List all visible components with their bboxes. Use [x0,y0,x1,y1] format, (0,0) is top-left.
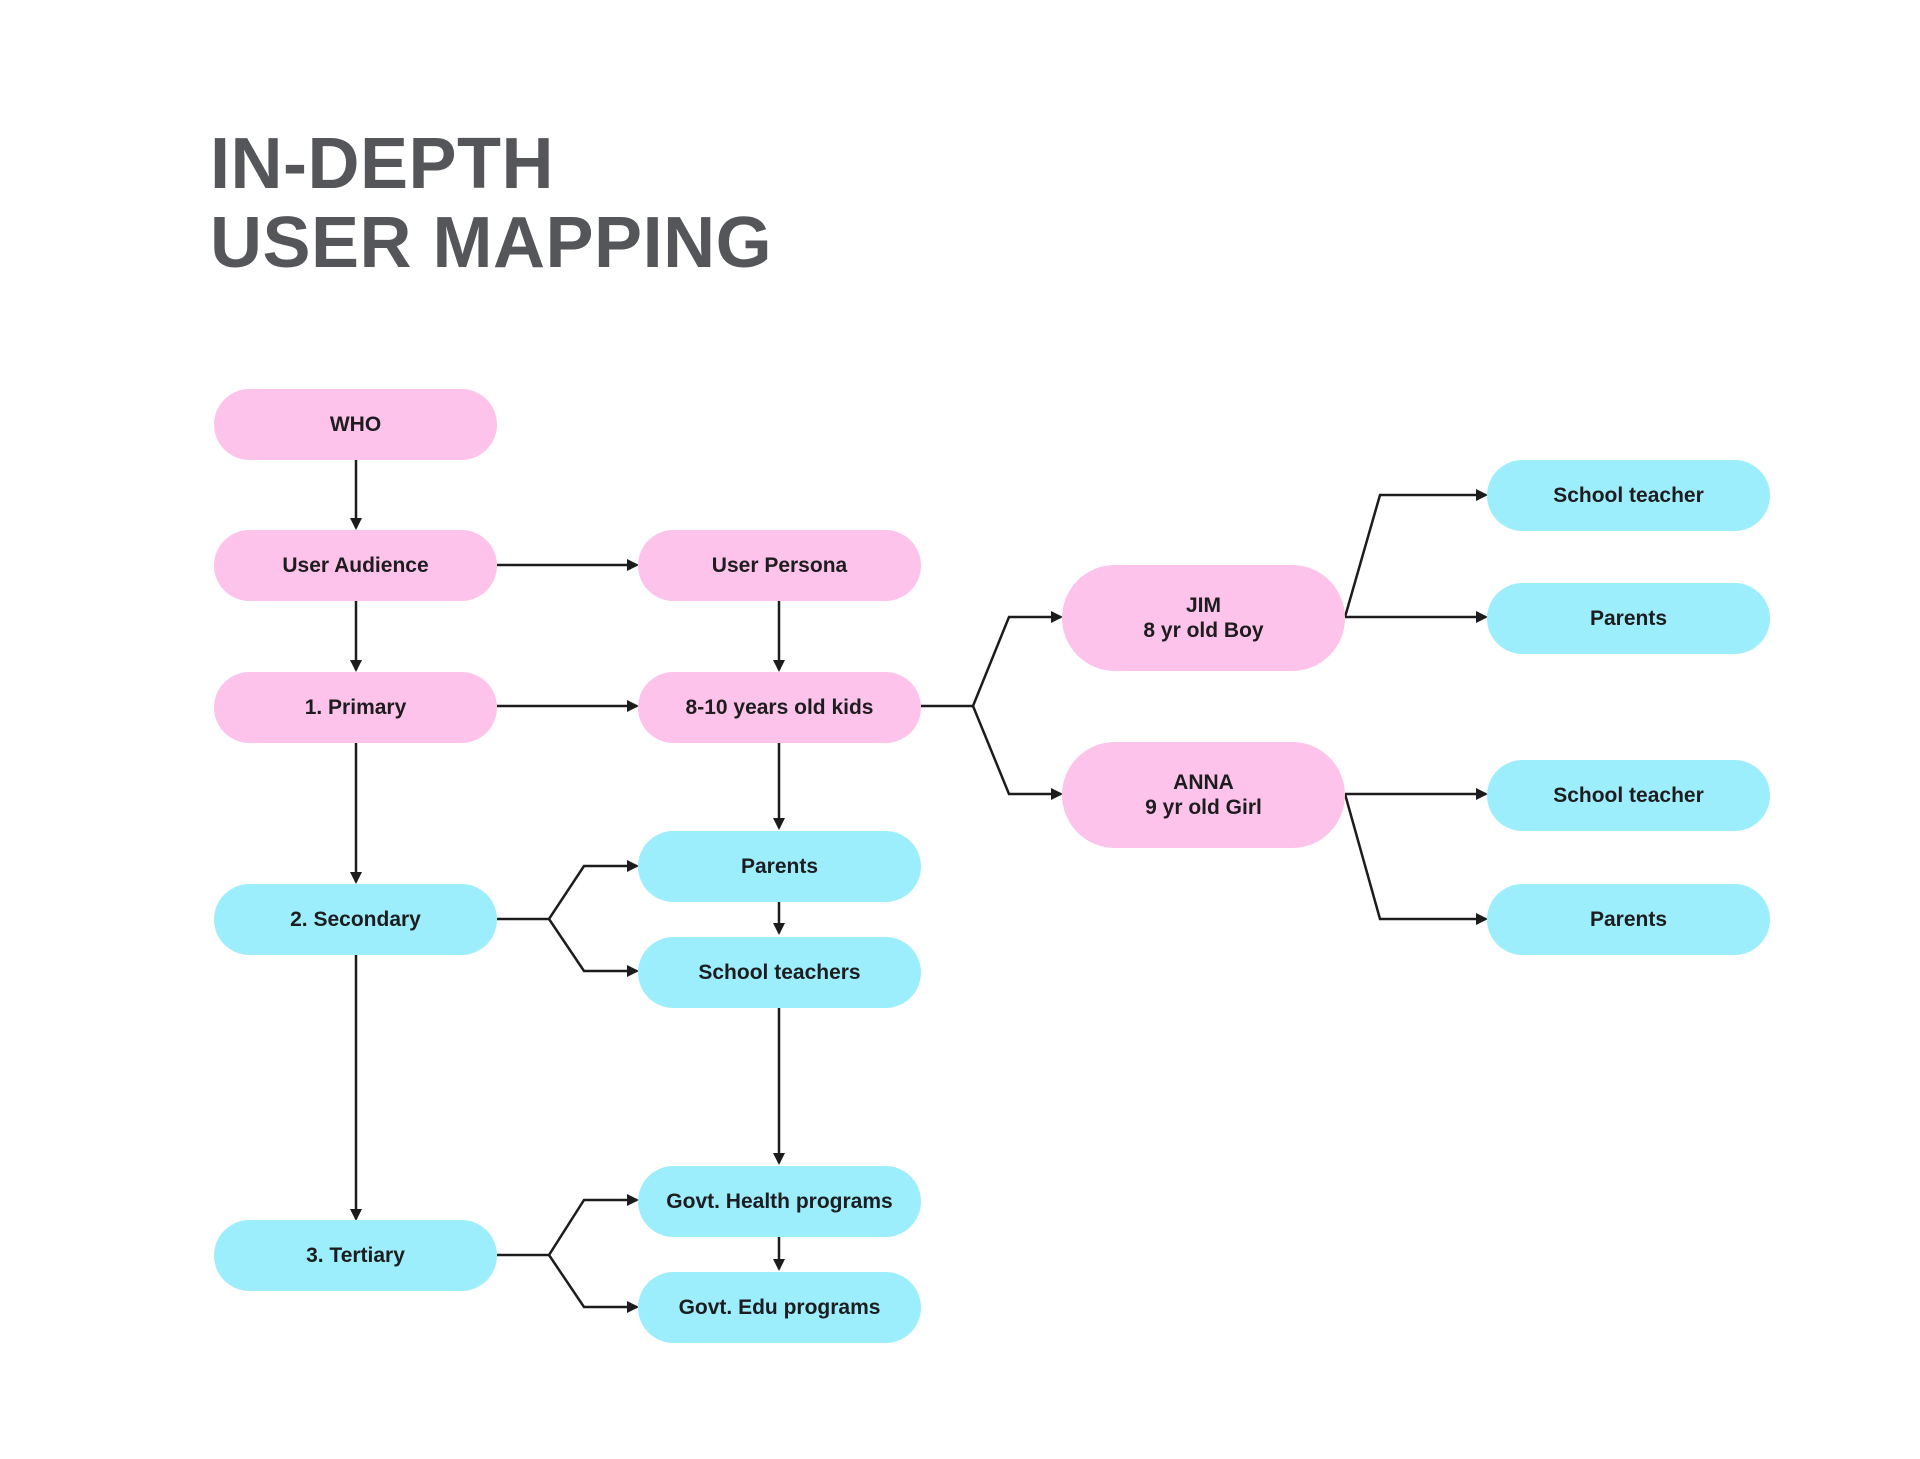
node-who: WHO [214,389,497,460]
node-anna-school-teacher-label: School teacher [1553,784,1704,807]
arrow-secondary-to-parents [497,860,639,921]
node-anna: ANNA 9 yr old Girl [1062,742,1345,848]
node-tertiary: 3. Tertiary [214,1220,497,1291]
node-govt-health-programs-label: Govt. Health programs [666,1190,893,1213]
node-who-label: WHO [329,413,382,436]
node-user-persona: User Persona [638,530,921,601]
node-parents: Parents [638,831,921,902]
node-anna-school-teacher: School teacher [1487,760,1770,831]
node-jim-school-teacher: School teacher [1487,460,1770,531]
title-line-1: IN-DEPTH [210,124,554,204]
arrow-jim-to-school-teacher [1343,489,1488,618]
node-jim-name: JIM [1185,594,1221,617]
node-kids: 8-10 years old kids [638,672,921,743]
arrow-secondary-to-school-teachers [547,918,639,977]
arrow-tertiary-to-govt-health [497,1194,639,1257]
arrow-tertiary-to-govt-edu [547,1254,639,1313]
node-jim-parents: Parents [1487,583,1770,654]
node-govt-edu-programs: Govt. Edu programs [638,1272,921,1343]
node-kids-label: 8-10 years old kids [685,696,874,719]
node-govt-edu-programs-label: Govt. Edu programs [678,1296,881,1319]
node-secondary: 2. Secondary [214,884,497,955]
node-school-teachers-label: School teachers [698,961,861,984]
node-user-audience-label: User Audience [282,554,429,577]
arrow-kids-to-jim [921,611,1063,708]
arrow-anna-to-parents [1343,793,1488,925]
title-line-2: USER MAPPING [210,203,773,283]
node-primary: 1. Primary [214,672,497,743]
node-anna-desc: 9 yr old Girl [1145,796,1262,819]
node-school-teachers: School teachers [638,937,921,1008]
node-jim: JIM 8 yr old Boy [1062,565,1345,671]
node-jim-school-teacher-label: School teacher [1553,484,1704,507]
node-tertiary-label: 3. Tertiary [306,1244,405,1267]
node-secondary-label: 2. Secondary [290,908,421,931]
node-jim-desc: 8 yr old Boy [1143,619,1264,642]
node-jim-parents-label: Parents [1589,607,1668,630]
node-primary-label: 1. Primary [304,696,407,719]
arrow-kids-to-anna [971,705,1063,800]
node-anna-parents-label: Parents [1589,908,1668,931]
node-user-audience: User Audience [214,530,497,601]
node-anna-name: ANNA [1173,771,1234,794]
page-title: IN-DEPTH USER MAPPING [210,125,772,283]
node-user-persona-label: User Persona [711,554,848,577]
node-parents-label: Parents [740,855,819,878]
node-govt-health-programs: Govt. Health programs [638,1166,921,1237]
node-anna-parents: Parents [1487,884,1770,955]
